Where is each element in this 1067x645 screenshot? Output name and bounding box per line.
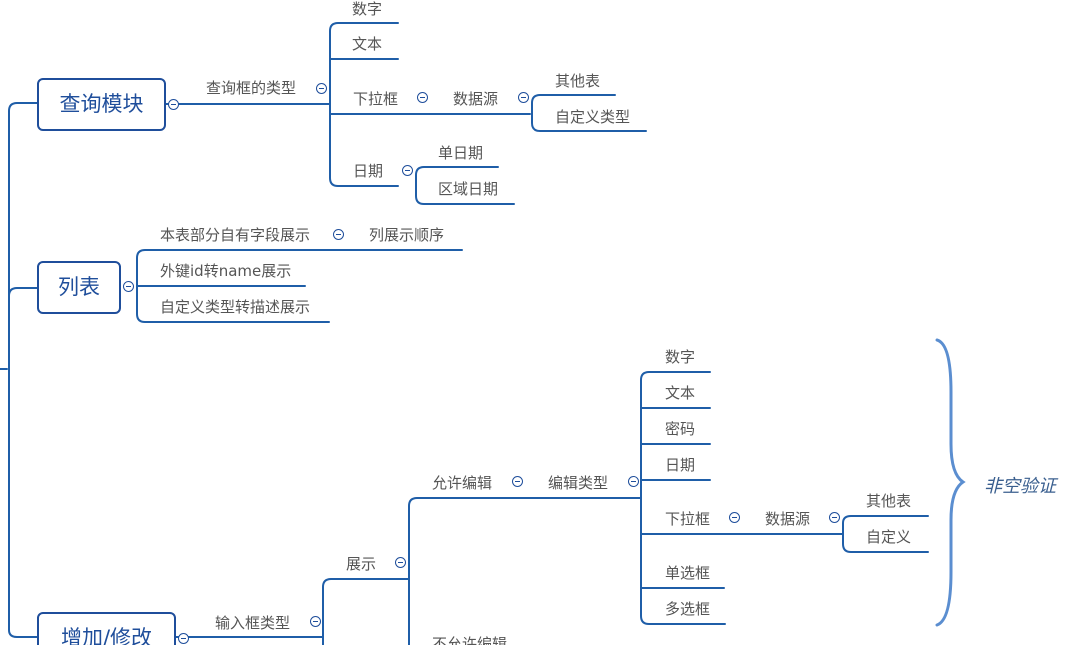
list-custom-desc[interactable]: 自定义类型转描述展示 bbox=[160, 298, 311, 316]
module-label: 查询模块 bbox=[59, 92, 144, 116]
list-spine bbox=[136, 249, 463, 323]
query-dropdown[interactable]: 下拉框 bbox=[353, 90, 399, 108]
edit-dropdown[interactable]: 下拉框 bbox=[665, 510, 711, 528]
list-own-fields[interactable]: 本表部分自有字段展示 bbox=[160, 226, 311, 244]
query-custom-type[interactable]: 自定义类型 bbox=[555, 108, 631, 126]
edit-type-spine bbox=[640, 371, 843, 625]
collapse-toggle-icon[interactable] bbox=[123, 281, 134, 292]
edit-other-table[interactable]: 其他表 bbox=[866, 492, 912, 510]
collapse-toggle-icon[interactable] bbox=[417, 92, 428, 103]
edit-radio[interactable]: 单选框 bbox=[665, 564, 711, 582]
list-fk-name[interactable]: 外键id转name展示 bbox=[160, 262, 292, 280]
edit-date[interactable]: 日期 bbox=[665, 456, 696, 474]
required-validation-note: 非空验证 bbox=[984, 476, 1056, 497]
edit-input-type[interactable]: 输入框类型 bbox=[215, 614, 291, 632]
collapse-toggle-icon[interactable] bbox=[518, 92, 529, 103]
edit-password[interactable]: 密码 bbox=[665, 420, 696, 438]
collapse-toggle-icon[interactable] bbox=[402, 165, 413, 176]
date-spine bbox=[415, 166, 515, 205]
module-edit[interactable]: 增加/修改 bbox=[37, 612, 176, 645]
collapse-toggle-icon[interactable] bbox=[316, 83, 327, 94]
root-spine bbox=[0, 102, 38, 638]
list-column-order[interactable]: 列展示顺序 bbox=[369, 226, 445, 244]
query-number[interactable]: 数字 bbox=[352, 0, 383, 18]
edit-edit-type[interactable]: 编辑类型 bbox=[548, 474, 609, 492]
edit-checkbox[interactable]: 多选框 bbox=[665, 600, 711, 618]
query-range-date[interactable]: 区域日期 bbox=[438, 180, 499, 198]
query-date[interactable]: 日期 bbox=[353, 162, 384, 180]
query-text[interactable]: 文本 bbox=[352, 35, 383, 53]
module-label: 增加/修改 bbox=[60, 626, 153, 645]
display-spine bbox=[408, 497, 539, 645]
edit-not-allow-edit[interactable]: 不允许编辑 bbox=[432, 635, 508, 645]
edit-allow-edit[interactable]: 允许编辑 bbox=[432, 474, 493, 492]
collapse-toggle-icon[interactable] bbox=[729, 512, 740, 523]
collapse-toggle-icon[interactable] bbox=[178, 633, 189, 644]
query-datasource[interactable]: 数据源 bbox=[453, 90, 499, 108]
collapse-toggle-icon[interactable] bbox=[333, 229, 344, 240]
query-single-date[interactable]: 单日期 bbox=[438, 144, 484, 162]
module-list[interactable]: 列表 bbox=[37, 261, 121, 314]
edit-datasource[interactable]: 数据源 bbox=[765, 510, 811, 528]
query-other-table[interactable]: 其他表 bbox=[555, 72, 601, 90]
edit-display[interactable]: 展示 bbox=[346, 555, 377, 573]
collapse-toggle-icon[interactable] bbox=[168, 99, 179, 110]
collapse-toggle-icon[interactable] bbox=[395, 557, 406, 568]
collapse-toggle-icon[interactable] bbox=[829, 512, 840, 523]
edit-custom[interactable]: 自定义 bbox=[866, 528, 912, 546]
input-type-spine bbox=[322, 578, 409, 645]
datasource-spine bbox=[531, 94, 647, 132]
brace-icon bbox=[935, 338, 966, 627]
collapse-toggle-icon[interactable] bbox=[512, 476, 523, 487]
module-label: 列表 bbox=[58, 275, 100, 299]
edit-number[interactable]: 数字 bbox=[665, 348, 696, 366]
datasource2-spine bbox=[842, 515, 929, 553]
query-type-spine bbox=[329, 22, 431, 187]
collapse-toggle-icon[interactable] bbox=[310, 616, 321, 627]
collapse-toggle-icon[interactable] bbox=[628, 476, 639, 487]
query-box-type[interactable]: 查询框的类型 bbox=[206, 79, 297, 97]
edit-text[interactable]: 文本 bbox=[665, 384, 696, 402]
module-query[interactable]: 查询模块 bbox=[37, 78, 166, 131]
